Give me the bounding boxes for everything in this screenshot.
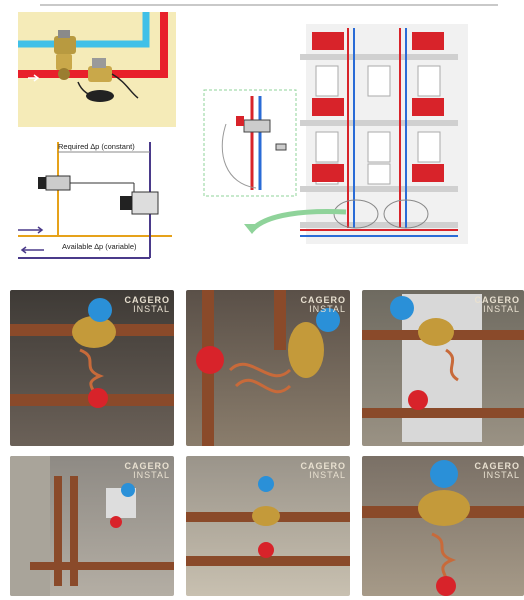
schematic-svg (18, 142, 172, 259)
differential-pressure-valve-icon (77, 58, 139, 102)
photo-4-svg (10, 456, 174, 596)
available-dp-label: Available ∆p (variable) (62, 242, 137, 251)
building-diagram (196, 24, 468, 260)
schematic-diagram: Required ∆p (constant) Available ∆p (var… (14, 138, 178, 262)
inset-valve-icon (236, 116, 287, 151)
building-svg (203, 24, 468, 244)
watermark-line1: CAGERO (124, 295, 170, 305)
photo-5-svg (186, 476, 350, 566)
photo-3-svg (362, 294, 524, 442)
windows (315, 65, 441, 185)
valve-illustration (18, 12, 176, 127)
top-divider (40, 4, 498, 6)
watermark-line2: INSTAL (133, 304, 170, 314)
detail-inset (203, 89, 297, 197)
photo-6-svg (362, 460, 524, 596)
partner-valve-icon (38, 175, 134, 191)
photo-1-svg (10, 298, 174, 408)
arrow-right-icon (37, 226, 44, 234)
dp-controller-icon (120, 183, 159, 215)
valve-illustration-svg (18, 12, 176, 127)
photo-2-svg (196, 290, 340, 446)
required-dp-label: Required ∆p (constant) (58, 142, 135, 151)
balancing-valve-icon (54, 30, 76, 80)
arrow-left-icon (20, 246, 27, 254)
radiator-icon (312, 32, 444, 182)
